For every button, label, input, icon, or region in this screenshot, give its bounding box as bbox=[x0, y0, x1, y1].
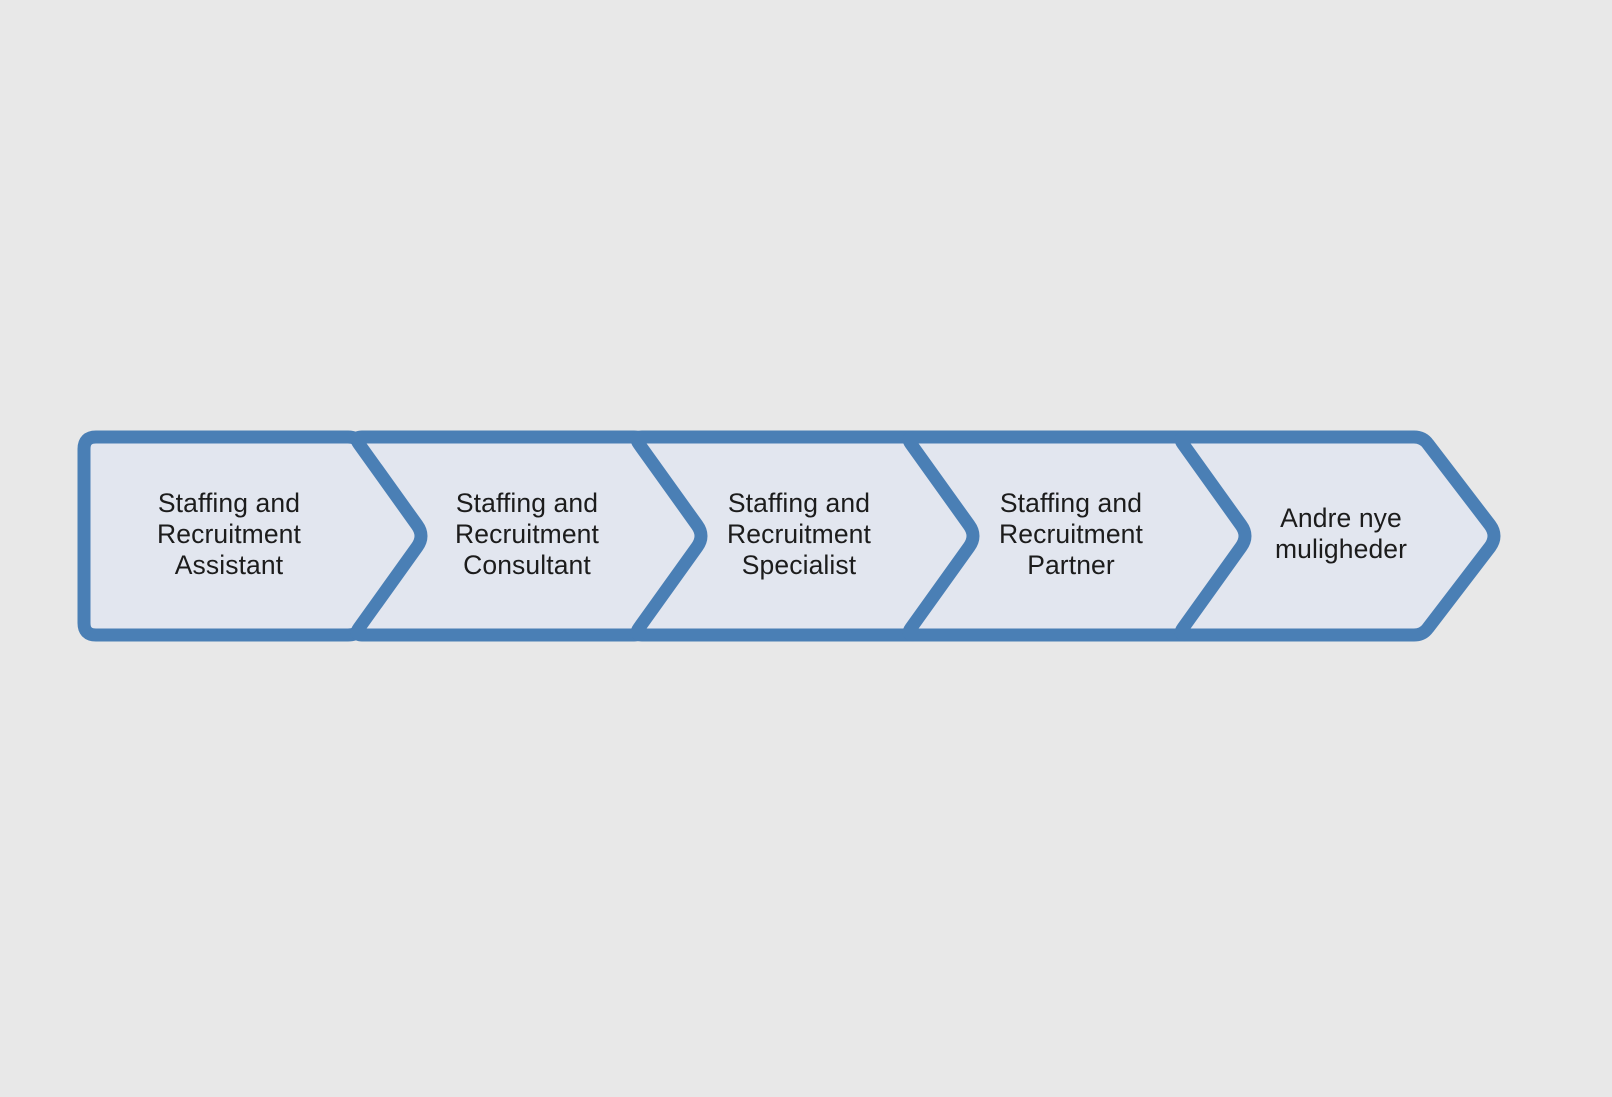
chevron-shape-5[interactable] bbox=[1174, 430, 1501, 642]
